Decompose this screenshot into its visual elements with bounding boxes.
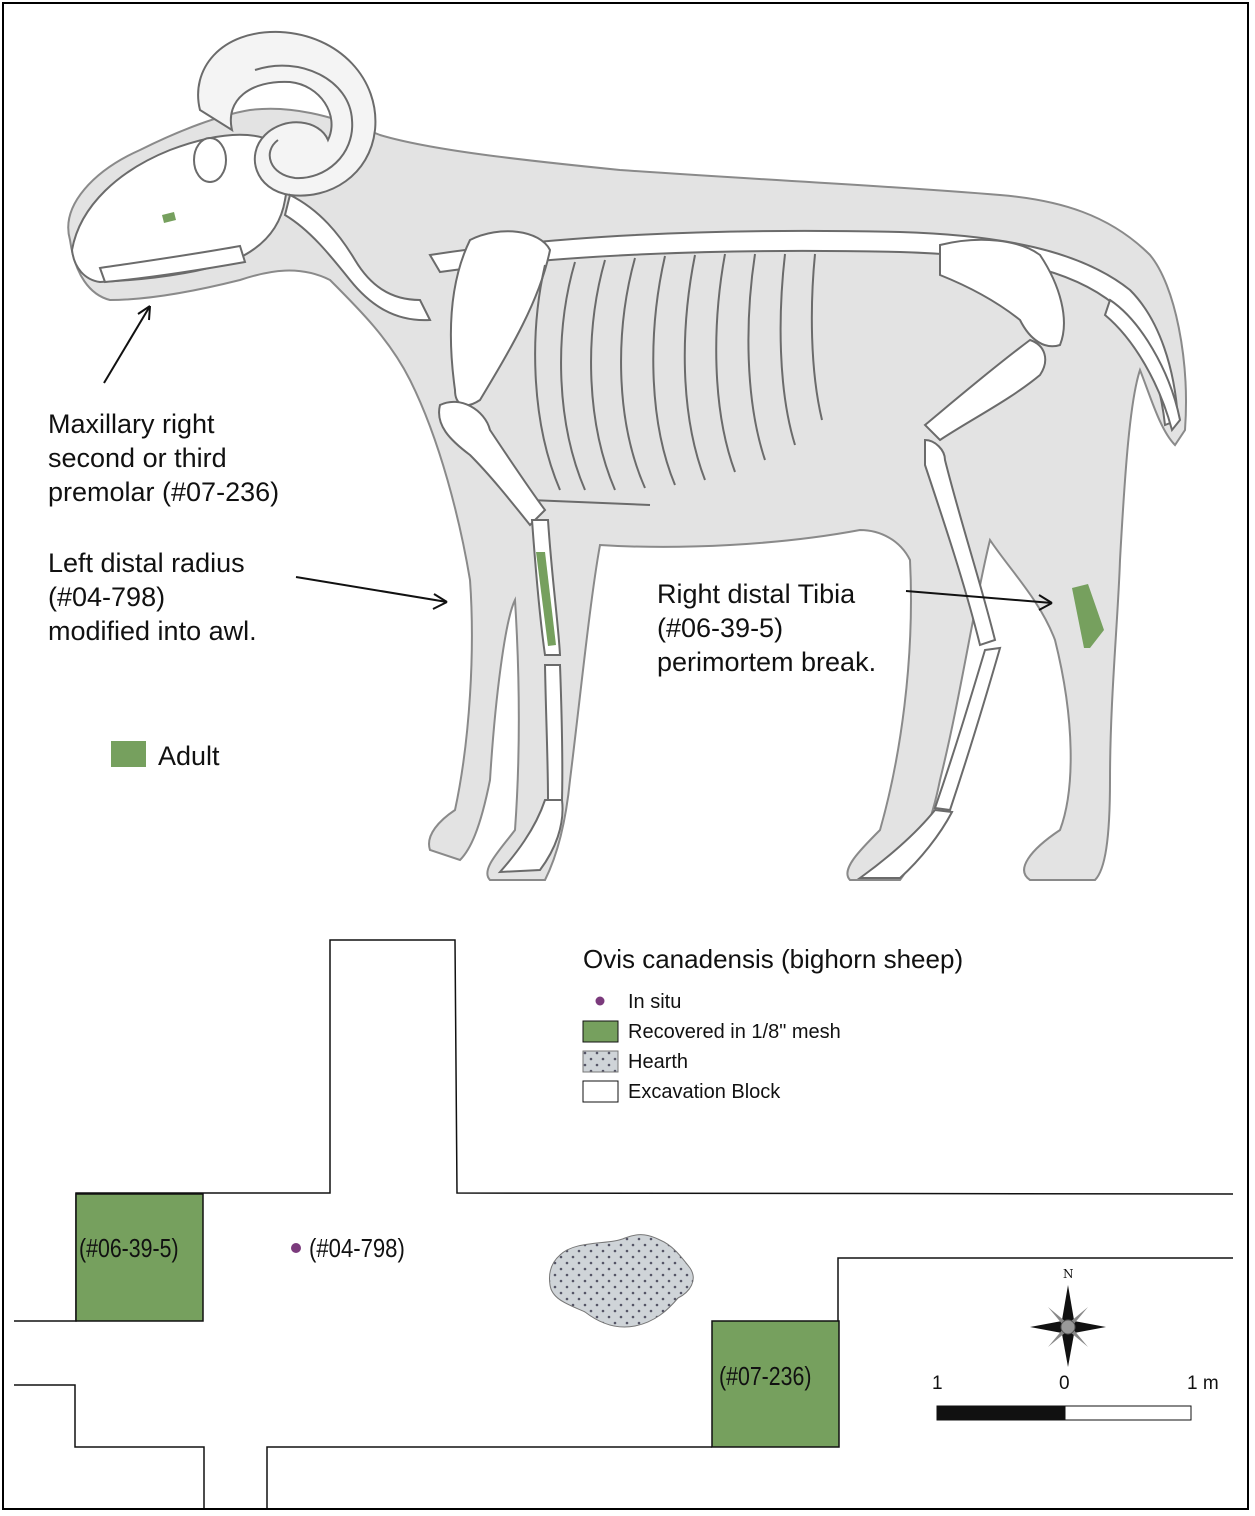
annotation-tibia-line-3: perimortem break. [657,645,876,679]
annotation-radius-line-2: (#04-798) [48,580,257,614]
hearth-area [549,1235,693,1327]
unit-07-236-label: (#07-236) [719,1361,811,1392]
annotation-premolar-line-2: second or third [48,441,279,475]
annotation-radius-line-3: modified into awl. [48,614,257,648]
adult-swatch [111,741,146,767]
scale-label-mid: 0 [1059,1373,1070,1395]
legend-block-label: Excavation Block [628,1080,780,1104]
in-situ-point [291,1243,301,1253]
legend-in-situ-swatch [596,997,605,1006]
legend-block-swatch [583,1081,618,1102]
unit-06-39-5-label: (#06-39-5) [79,1233,179,1264]
front-metacarpal [545,665,562,800]
legend-hearth-swatch [583,1051,618,1072]
annotation-radius-line-1: Left distal radius [48,546,257,580]
eye-orbit [194,138,226,182]
compass-rose [1030,1285,1106,1367]
arrow-premolar [104,306,150,383]
annotation-premolar: Maxillary right second or third premolar… [48,407,279,509]
legend-hearth-label: Hearth [628,1050,688,1074]
map-legend-title: Ovis canadensis (bighorn sheep) [583,942,963,976]
annotation-radius: Left distal radius (#04-798) modified in… [48,546,257,648]
scale-bar [937,1406,1191,1420]
block-outline-lower [14,1385,204,1508]
annotation-tibia-line-2: (#06-39-5) [657,611,876,645]
scale-label-right: 1 m [1187,1373,1219,1395]
legend-mesh-swatch [583,1021,618,1042]
annotation-tibia: Right distal Tibia (#06-39-5) perimortem… [657,577,876,679]
scale-label-left: 1 [932,1373,943,1395]
annotation-premolar-line-3: premolar (#07-236) [48,475,279,509]
annotation-tibia-line-1: Right distal Tibia [657,577,876,611]
compass-north-label: N [1063,1267,1074,1281]
legend-mesh-label: Recovered in 1/8" mesh [628,1020,841,1044]
legend-in-situ-label: In situ [628,990,681,1014]
map-legend-swatches [583,997,618,1103]
in-situ-point-label: (#04-798) [309,1233,405,1264]
arrow-radius [296,577,447,602]
annotation-premolar-line-1: Maxillary right [48,407,279,441]
age-legend-label: Adult [158,739,220,773]
